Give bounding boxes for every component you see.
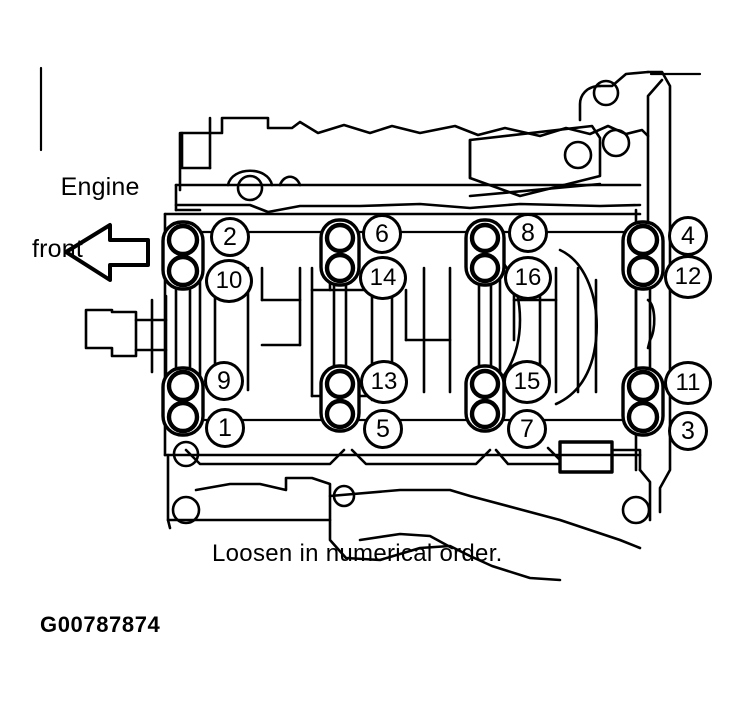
bolt-callout-9: 9 bbox=[204, 361, 244, 401]
bolt-callout-1: 1 bbox=[205, 408, 245, 448]
lower-skirt-oil-pan-rail bbox=[166, 440, 652, 582]
boss-col1-bottom bbox=[161, 366, 205, 437]
engine-front-label: Engine front bbox=[32, 141, 140, 327]
boss-col3-bottom bbox=[464, 364, 506, 433]
boss-col2-bottom bbox=[319, 364, 361, 433]
bolt-callout-4: 4 bbox=[668, 216, 708, 256]
boss-col3-top bbox=[464, 218, 506, 287]
bolt-callout-14: 14 bbox=[359, 256, 407, 300]
boss-col4-bottom bbox=[621, 366, 665, 437]
bolt-callout-2: 2 bbox=[210, 217, 250, 257]
bolt-callout-6: 6 bbox=[362, 214, 402, 254]
cylinder-block-upper-outline bbox=[174, 116, 650, 214]
bolt-callout-13: 13 bbox=[360, 360, 408, 404]
bolt-callout-11: 11 bbox=[664, 361, 712, 405]
bolt-callout-15: 15 bbox=[503, 360, 551, 404]
arrow-left-engine-front bbox=[64, 223, 150, 282]
figure-code: G00787874 bbox=[40, 612, 161, 637]
engine-front-line-1: Engine bbox=[60, 173, 140, 201]
bolt-callout-10: 10 bbox=[205, 259, 253, 303]
boss-col4-top bbox=[621, 220, 665, 291]
caption-loosen-order: Loosen in numerical order. bbox=[212, 540, 503, 567]
bolt-callout-5: 5 bbox=[363, 409, 403, 449]
bolt-callout-7: 7 bbox=[507, 409, 547, 449]
engine-front-line-2: front bbox=[32, 235, 84, 263]
bolt-callout-16: 16 bbox=[504, 256, 552, 300]
bolt-callout-3: 3 bbox=[668, 411, 708, 451]
crankshaft-snout bbox=[84, 294, 168, 380]
bolt-boss-group bbox=[161, 218, 665, 437]
boss-col1-top bbox=[161, 220, 205, 291]
bolt-callout-12: 12 bbox=[664, 255, 712, 299]
boss-col2-top bbox=[319, 218, 361, 287]
bolt-callout-8: 8 bbox=[508, 213, 548, 253]
